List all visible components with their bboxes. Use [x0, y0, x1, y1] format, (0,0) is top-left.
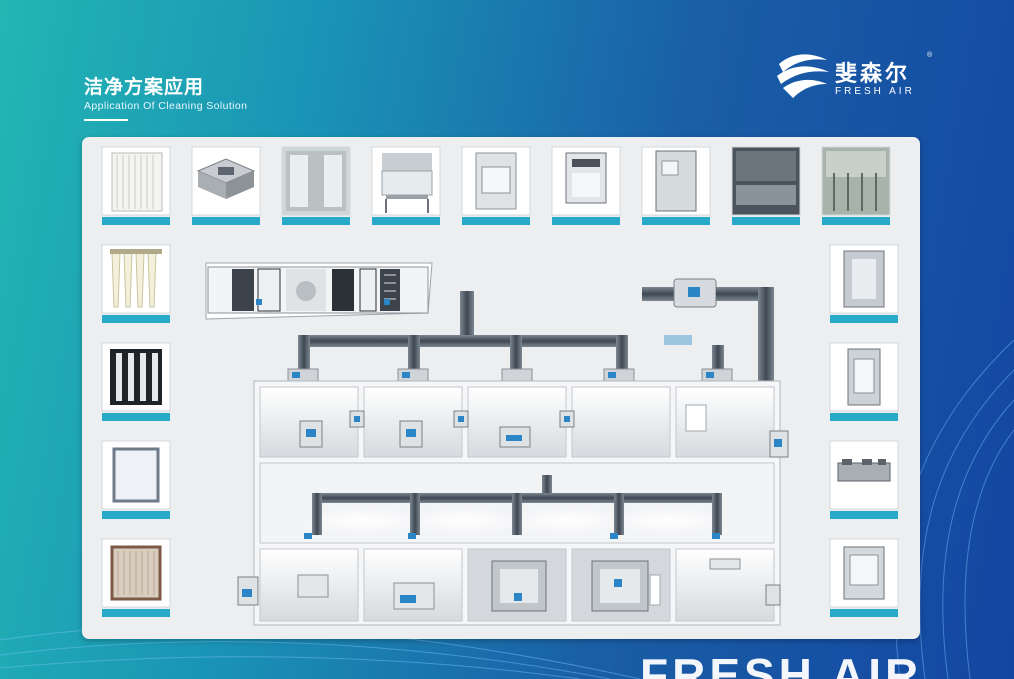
brand-logo: 斐森尔 FRESH AIR ®: [775, 50, 935, 106]
floor-mezzanine: [259, 462, 775, 544]
section-title: 洁净方案应用: [84, 77, 205, 98]
catalog-item-workshop[interactable]: [821, 146, 891, 225]
catalog-item-v-bank-filter[interactable]: [101, 342, 171, 421]
exhaust-unit[interactable]: [642, 278, 774, 383]
floor-lower: [237, 548, 781, 622]
section-subtitle: Application Of Cleaning Solution: [84, 100, 248, 112]
cleanroom-building: [237, 380, 789, 626]
wave-logo-icon: [777, 54, 829, 98]
catalog-item-weighing-booth[interactable]: [551, 146, 621, 225]
cleanroom-diagram: [101, 146, 899, 626]
catalog-item-clean-bench[interactable]: [371, 146, 441, 225]
catalog-item-hepa-filter[interactable]: [101, 440, 171, 519]
catalog-item-air-shower-room[interactable]: [829, 244, 899, 323]
floor-upper: [259, 386, 789, 458]
catalog-item-cabinet-unit[interactable]: [829, 538, 899, 617]
catalog-item-fan-filter-unit[interactable]: [191, 146, 261, 225]
catalog-item-pass-box[interactable]: [461, 146, 531, 225]
title-underline: [84, 119, 128, 121]
catalog-left-column: [101, 244, 171, 617]
catalog-right-column: [829, 244, 899, 617]
catalog-item-air-outlet[interactable]: [731, 146, 801, 225]
solution-panel: [82, 137, 920, 639]
catalog-item-bag-filter[interactable]: [101, 244, 171, 323]
catalog-item-cabinet[interactable]: [641, 146, 711, 225]
supply-ducts: [287, 291, 733, 382]
catalog-top-row: [101, 146, 891, 225]
registered-mark: ®: [927, 52, 933, 59]
catalog-item-pass-window[interactable]: [829, 342, 899, 421]
catalog-item-air-handler[interactable]: [829, 440, 899, 519]
brand-name-cn: 斐森尔: [835, 61, 911, 86]
brand-name-en: FRESH AIR: [835, 86, 915, 97]
watermark-text: FRESH AIR: [640, 649, 923, 679]
catalog-item-filter-panel[interactable]: [101, 146, 171, 225]
air-handling-unit[interactable]: [205, 262, 433, 320]
catalog-item-box-filter[interactable]: [101, 538, 171, 617]
catalog-item-air-shower[interactable]: [281, 146, 351, 225]
